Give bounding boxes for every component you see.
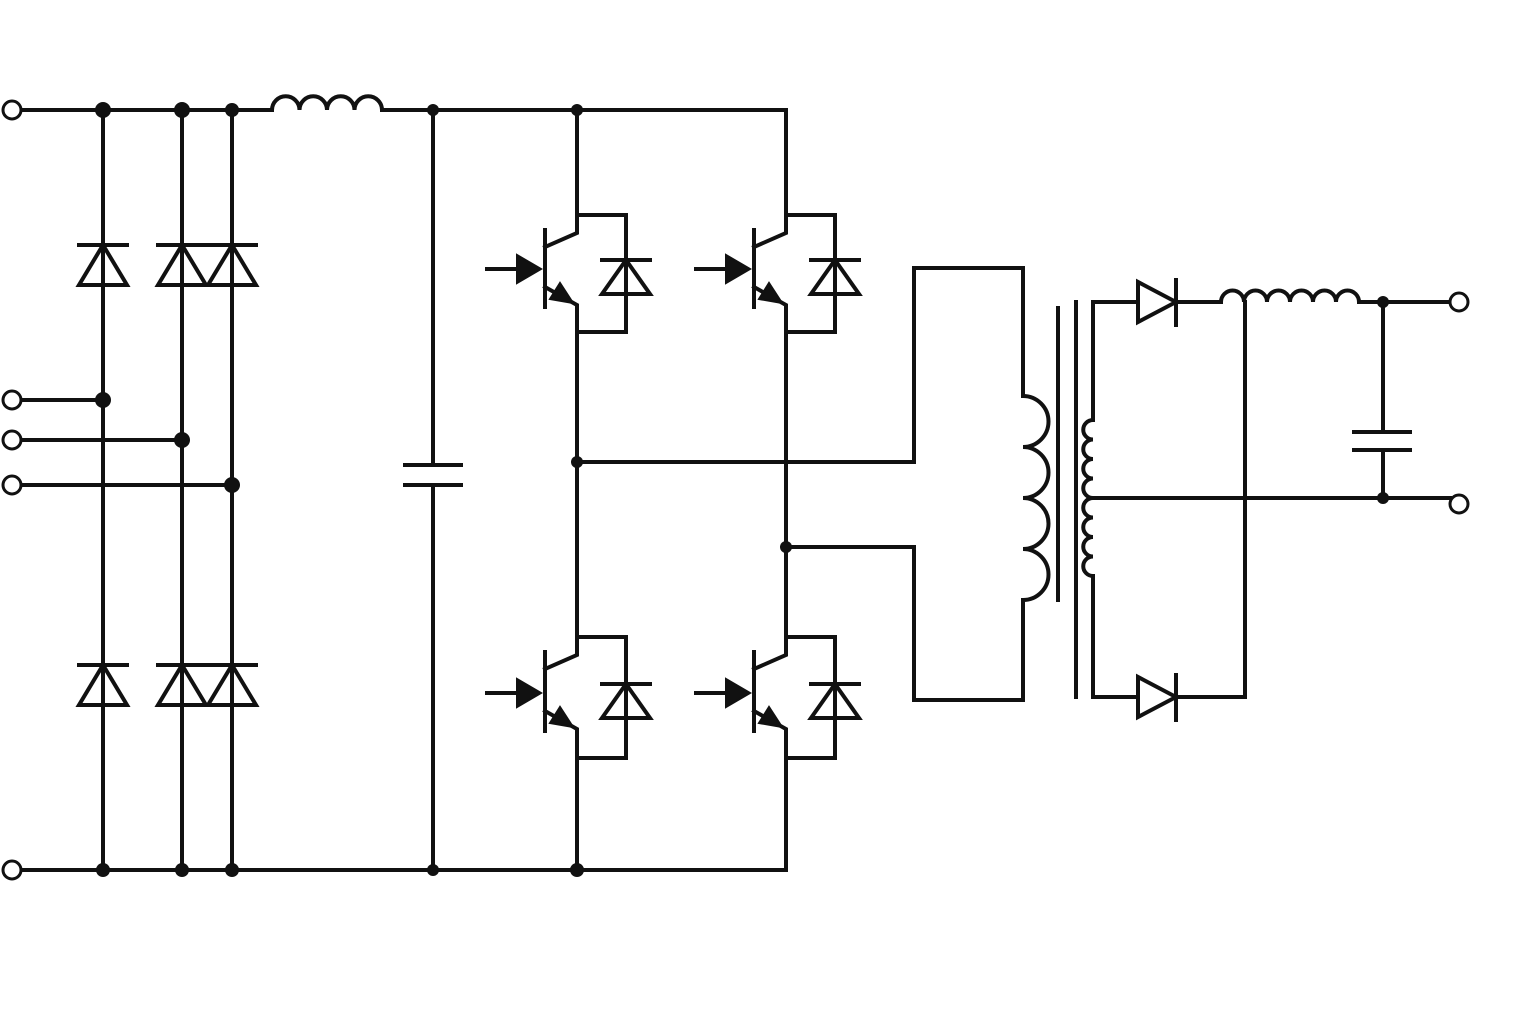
input-terminals <box>1 99 23 881</box>
rectifier-diode-upper-2 <box>154 241 210 287</box>
primary-connections <box>575 266 1025 702</box>
input-terminal-top <box>1 99 23 121</box>
rectifier-diode-lower-2 <box>154 661 210 707</box>
output-diode-lower <box>1136 673 1181 722</box>
dc-negative-rail <box>20 756 788 872</box>
output-terminal-positive <box>1448 291 1470 313</box>
igbt-emitter-arrow <box>757 281 785 305</box>
igbt-cell-bottom-right <box>694 635 863 760</box>
dc-link-capacitor <box>403 108 463 872</box>
gate-arrow <box>725 253 752 285</box>
input-inductor <box>269 94 385 113</box>
input-terminal-bottom <box>1 859 23 881</box>
junction-dots <box>95 102 1389 877</box>
antiparallel-diode <box>598 680 654 720</box>
antiparallel-diode <box>598 256 654 296</box>
output-terminal-negative <box>1448 493 1470 515</box>
input-terminal-phase-a <box>1 389 23 411</box>
output-diode-upper <box>1136 278 1181 327</box>
secondary-wiring <box>1091 300 1452 699</box>
transformer-primary-winding <box>1020 393 1051 603</box>
transformer <box>1020 300 1096 699</box>
igbt-emitter-arrow <box>548 705 576 729</box>
input-terminal-phase-b <box>1 429 23 451</box>
antiparallel-diode <box>807 256 863 296</box>
igbt-cell-top-right <box>694 213 863 334</box>
output-capacitor <box>1352 300 1412 500</box>
igbt-cell-top-left <box>485 213 654 334</box>
output-terminals <box>1448 291 1470 515</box>
antiparallel-diode <box>807 680 863 720</box>
gate-arrow <box>516 677 543 709</box>
gate-arrow <box>725 677 752 709</box>
dc-positive-rail <box>20 108 788 217</box>
output-inductor <box>1218 288 1362 305</box>
rectifier-diode-upper-1 <box>75 241 131 287</box>
rectifier-diode-lower-1 <box>75 661 131 707</box>
rectifier-diode-upper-3 <box>204 241 260 287</box>
phase-input-wires <box>20 398 234 487</box>
gate-arrow <box>516 253 543 285</box>
input-terminal-phase-c <box>1 474 23 496</box>
igbt-emitter-arrow <box>548 281 576 305</box>
igbt-cell-bottom-left <box>485 635 654 760</box>
igbt-emitter-arrow <box>757 705 785 729</box>
rectifier-diode-lower-3 <box>204 661 260 707</box>
